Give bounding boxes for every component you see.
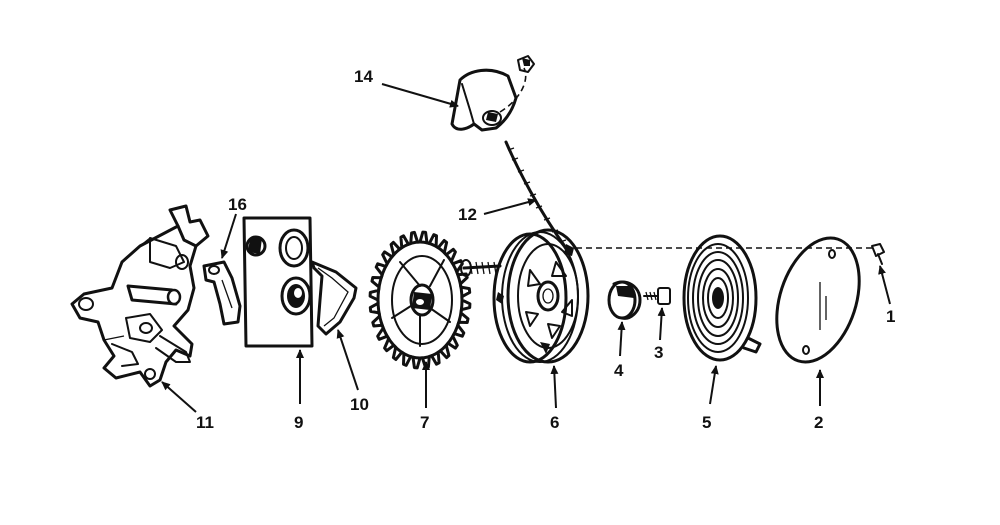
part-4-bushing — [607, 280, 642, 320]
callout-6: 6 — [550, 413, 559, 432]
callout-1: 1 — [886, 307, 895, 326]
leader-arrows — [161, 83, 891, 413]
leader-1 — [878, 265, 891, 305]
callout-5: 5 — [702, 413, 711, 432]
part-16-pawl — [202, 260, 242, 326]
part-5-recoil-spring — [682, 234, 762, 362]
callout-2: 2 — [814, 413, 823, 432]
part-11-bracket — [70, 204, 210, 388]
callout-14: 14 — [354, 67, 373, 86]
callout-9: 9 — [294, 413, 303, 432]
part-1-small-screw — [871, 243, 885, 265]
part-7-gear — [368, 230, 472, 370]
callout-7: 7 — [420, 413, 429, 432]
leader-10 — [336, 329, 359, 391]
leader-16 — [220, 213, 237, 259]
callout-3: 3 — [654, 343, 663, 362]
callout-11: 11 — [196, 413, 214, 432]
callout-12: 12 — [458, 205, 477, 224]
part-center-bolt — [460, 259, 502, 277]
leader-4 — [617, 321, 626, 357]
leader-6 — [550, 365, 559, 409]
part-9-plate — [242, 216, 314, 348]
callout-10: 10 — [350, 395, 369, 414]
part-12-rope — [504, 140, 568, 250]
leader-3 — [657, 307, 666, 341]
part-14-handle — [450, 55, 535, 132]
part-3-screw — [643, 287, 671, 305]
leader-11 — [161, 381, 197, 413]
part-2-cover-disc — [775, 236, 861, 364]
callout-labels: 14 12 16 11 9 10 7 6 4 3 5 2 1 — [196, 67, 895, 432]
callout-4: 4 — [614, 361, 624, 380]
leader-14 — [381, 83, 459, 108]
part-6-pulley — [492, 228, 590, 364]
part-10-spring-retainer — [310, 260, 358, 336]
leader-5 — [709, 365, 719, 405]
callout-16: 16 — [228, 195, 247, 214]
leader-12 — [483, 198, 537, 215]
